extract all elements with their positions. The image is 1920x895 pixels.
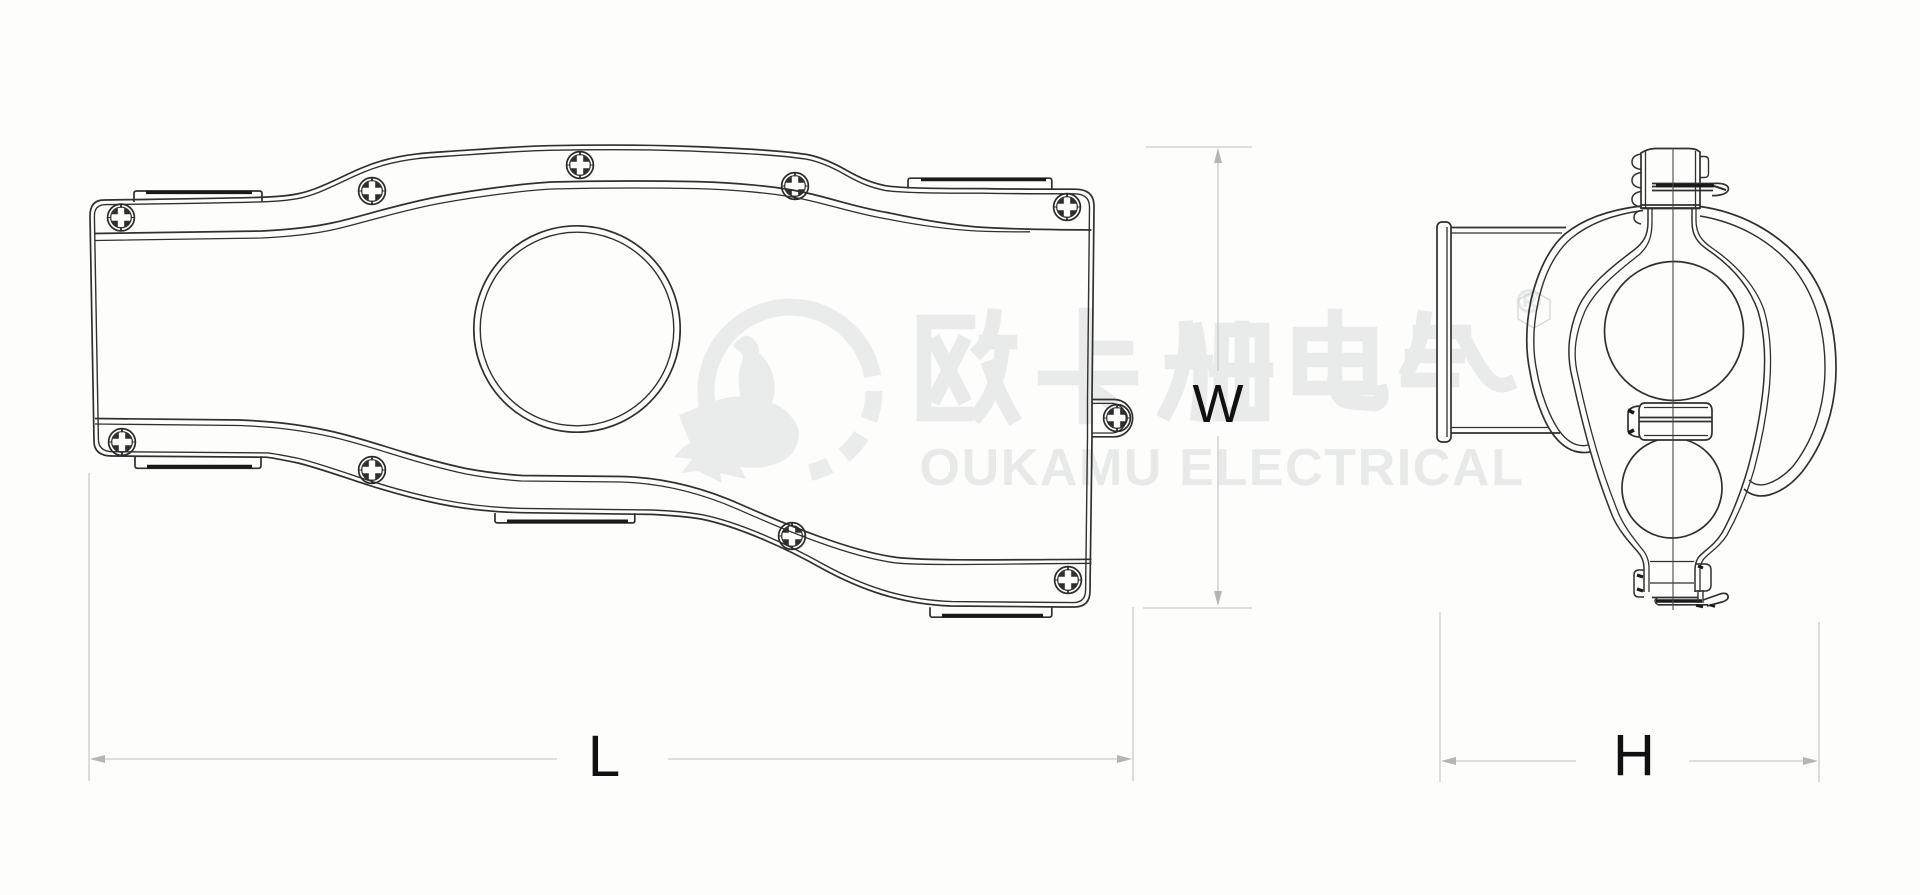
svg-text:W: W: [1193, 374, 1244, 434]
svg-text:L: L: [588, 724, 620, 789]
svg-text:OUKAMU ELECTRICAL: OUKAMU ELECTRICAL: [920, 439, 1525, 497]
svg-text:H: H: [1613, 723, 1655, 788]
